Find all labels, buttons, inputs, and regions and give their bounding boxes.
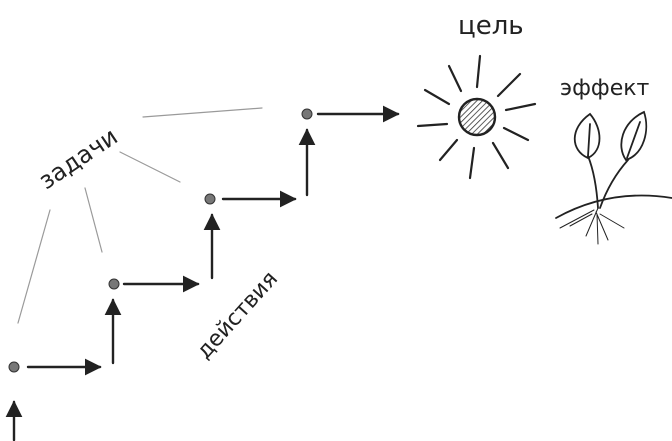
action-staircase bbox=[5, 105, 400, 441]
connector-line-top bbox=[142, 107, 263, 118]
connector-line-step1 bbox=[17, 209, 51, 324]
sun-icon bbox=[416, 54, 537, 180]
effect-label: эффект bbox=[560, 76, 650, 101]
actions-label: действия bbox=[192, 267, 283, 364]
connector-line-step3 bbox=[119, 151, 181, 183]
dot-icon bbox=[301, 108, 313, 120]
dot-icon bbox=[204, 193, 216, 205]
step-dots bbox=[8, 108, 313, 373]
goal-label: цель bbox=[458, 11, 524, 41]
sprout-icon bbox=[555, 110, 672, 245]
dot-icon bbox=[108, 278, 120, 290]
dot-icon bbox=[8, 361, 20, 373]
task-connector-lines bbox=[17, 107, 263, 324]
tasks-label: задачи bbox=[34, 122, 123, 195]
connector-line-step2 bbox=[84, 187, 103, 253]
